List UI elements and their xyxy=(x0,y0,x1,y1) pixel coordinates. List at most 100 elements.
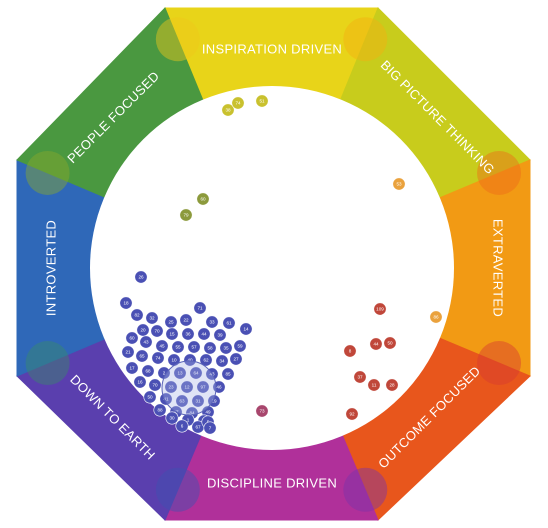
result-dot[interactable]: 60 xyxy=(125,331,139,345)
selection-highlight xyxy=(161,360,217,416)
result-dot[interactable]: 62 xyxy=(199,353,213,367)
result-dot[interactable]: 50 xyxy=(143,390,157,404)
result-dot[interactable]: 32 xyxy=(145,311,159,325)
result-dot-circle xyxy=(180,380,194,394)
result-dot[interactable]: 50 xyxy=(383,336,397,350)
result-dot[interactable]: 71 xyxy=(193,301,207,315)
result-dot[interactable]: 13 xyxy=(173,366,187,380)
result-dot-circle xyxy=(145,311,159,325)
result-dot-circle xyxy=(196,380,210,394)
result-dot[interactable]: 97 xyxy=(196,380,210,394)
result-dot[interactable]: 57 xyxy=(187,340,201,354)
result-dot[interactable]: 40 xyxy=(183,353,197,367)
result-dot[interactable]: 11 xyxy=(367,378,381,392)
result-dot[interactable]: 38 xyxy=(221,103,235,117)
result-dot-label: 61 xyxy=(226,321,232,326)
result-dot-label: 16 xyxy=(137,380,143,385)
result-dot[interactable]: 86 xyxy=(429,310,443,324)
result-dot[interactable]: 45 xyxy=(155,339,169,353)
result-dot-label: 41 xyxy=(163,397,169,402)
result-dot[interactable]: 55 xyxy=(171,340,185,354)
result-dot[interactable]: 43 xyxy=(139,335,153,349)
result-dot[interactable]: 36 xyxy=(181,327,195,341)
result-dot[interactable]: 92 xyxy=(345,407,359,421)
result-dot[interactable]: 60 xyxy=(196,192,210,206)
result-dot[interactable]: 44 xyxy=(369,337,383,351)
result-dot[interactable]: 18 xyxy=(119,296,133,310)
result-dot-circle xyxy=(203,421,217,435)
result-dot[interactable]: 34 xyxy=(215,354,229,368)
result-dot[interactable]: 6 xyxy=(175,419,189,433)
result-dot[interactable]: 65 xyxy=(135,349,149,363)
result-dot-label: 84 xyxy=(189,411,195,416)
result-dot-circle xyxy=(191,394,205,408)
result-dot[interactable]: 15 xyxy=(165,327,179,341)
result-dot-circle xyxy=(167,353,181,367)
result-dot-label: 35 xyxy=(223,346,229,351)
result-dot[interactable]: 27 xyxy=(229,352,243,366)
result-dot[interactable]: 63 xyxy=(175,394,189,408)
result-dot[interactable]: 82 xyxy=(130,308,144,322)
result-dot-circle xyxy=(187,340,201,354)
result-dot[interactable]: 25 xyxy=(164,315,178,329)
result-dot-label: 74 xyxy=(235,101,241,106)
result-dot[interactable]: 23 xyxy=(164,380,178,394)
result-dot[interactable]: 21 xyxy=(121,345,135,359)
result-dot[interactable]: 28 xyxy=(385,378,399,392)
result-dot-label: 20 xyxy=(140,328,146,333)
result-dot[interactable]: 31 xyxy=(191,394,205,408)
result-dot-circle xyxy=(203,341,217,355)
result-dot-label: 92 xyxy=(349,412,355,417)
result-dot[interactable]: 30 xyxy=(165,411,179,425)
result-dot[interactable]: 14 xyxy=(239,322,253,336)
result-dot[interactable]: 44 xyxy=(197,327,211,341)
result-dot[interactable]: 10 xyxy=(167,353,181,367)
result-dot[interactable]: 61 xyxy=(222,316,236,330)
result-dot-label: 60 xyxy=(129,336,135,341)
result-dot[interactable]: 59 xyxy=(233,339,247,353)
result-dot[interactable]: 37 xyxy=(353,370,367,384)
result-dot[interactable]: 8 xyxy=(343,344,357,358)
result-dot[interactable]: 70 xyxy=(150,324,164,338)
result-dot[interactable]: 67 xyxy=(191,420,205,434)
result-dot-circle xyxy=(429,310,443,324)
segment-blend xyxy=(25,150,70,195)
result-dot[interactable]: 7 xyxy=(203,421,217,435)
result-dot[interactable]: 12 xyxy=(180,380,194,394)
result-dot[interactable]: 64 xyxy=(189,366,203,380)
result-dot[interactable]: 20 xyxy=(136,323,150,337)
result-dot[interactable]: 74 xyxy=(151,351,165,365)
result-dot[interactable]: 74 xyxy=(231,96,245,110)
result-dot[interactable]: 88 xyxy=(153,403,167,417)
result-dot[interactable]: 53 xyxy=(392,177,406,191)
result-dot[interactable]: 16 xyxy=(133,375,147,389)
result-dot[interactable]: 17 xyxy=(125,361,139,375)
segment-label: EXTRAVERTED xyxy=(491,219,506,317)
result-dot[interactable]: 109 xyxy=(373,302,387,316)
result-dot[interactable]: 79 xyxy=(179,208,193,222)
result-dot-label: 14 xyxy=(243,327,249,332)
result-dot[interactable]: 58 xyxy=(203,341,217,355)
result-dot[interactable]: 26 xyxy=(134,270,148,284)
result-dot-circle xyxy=(229,352,243,366)
result-dot[interactable]: 22 xyxy=(179,313,193,327)
result-dot[interactable]: 35 xyxy=(219,341,233,355)
result-dot-circle xyxy=(136,323,150,337)
result-dot-label: 57 xyxy=(191,345,197,350)
result-dot[interactable]: 73 xyxy=(255,404,269,418)
result-dot-label: 58 xyxy=(207,346,213,351)
result-dot[interactable]: 68 xyxy=(141,364,155,378)
result-dot-label: 74 xyxy=(155,356,161,361)
result-dot[interactable]: 2 xyxy=(157,366,171,380)
result-dot[interactable]: 70 xyxy=(148,378,162,392)
result-dot[interactable]: 51 xyxy=(255,94,269,108)
result-dot-label: 51 xyxy=(259,99,265,104)
result-dot[interactable]: 39 xyxy=(213,328,227,342)
result-dot-circle xyxy=(369,337,383,351)
result-dot-circle xyxy=(179,313,193,327)
result-dot-label: 12 xyxy=(184,385,190,390)
result-dot[interactable]: 33 xyxy=(205,315,219,329)
result-dot[interactable]: 85 xyxy=(221,367,235,381)
result-dot-circle xyxy=(231,96,245,110)
